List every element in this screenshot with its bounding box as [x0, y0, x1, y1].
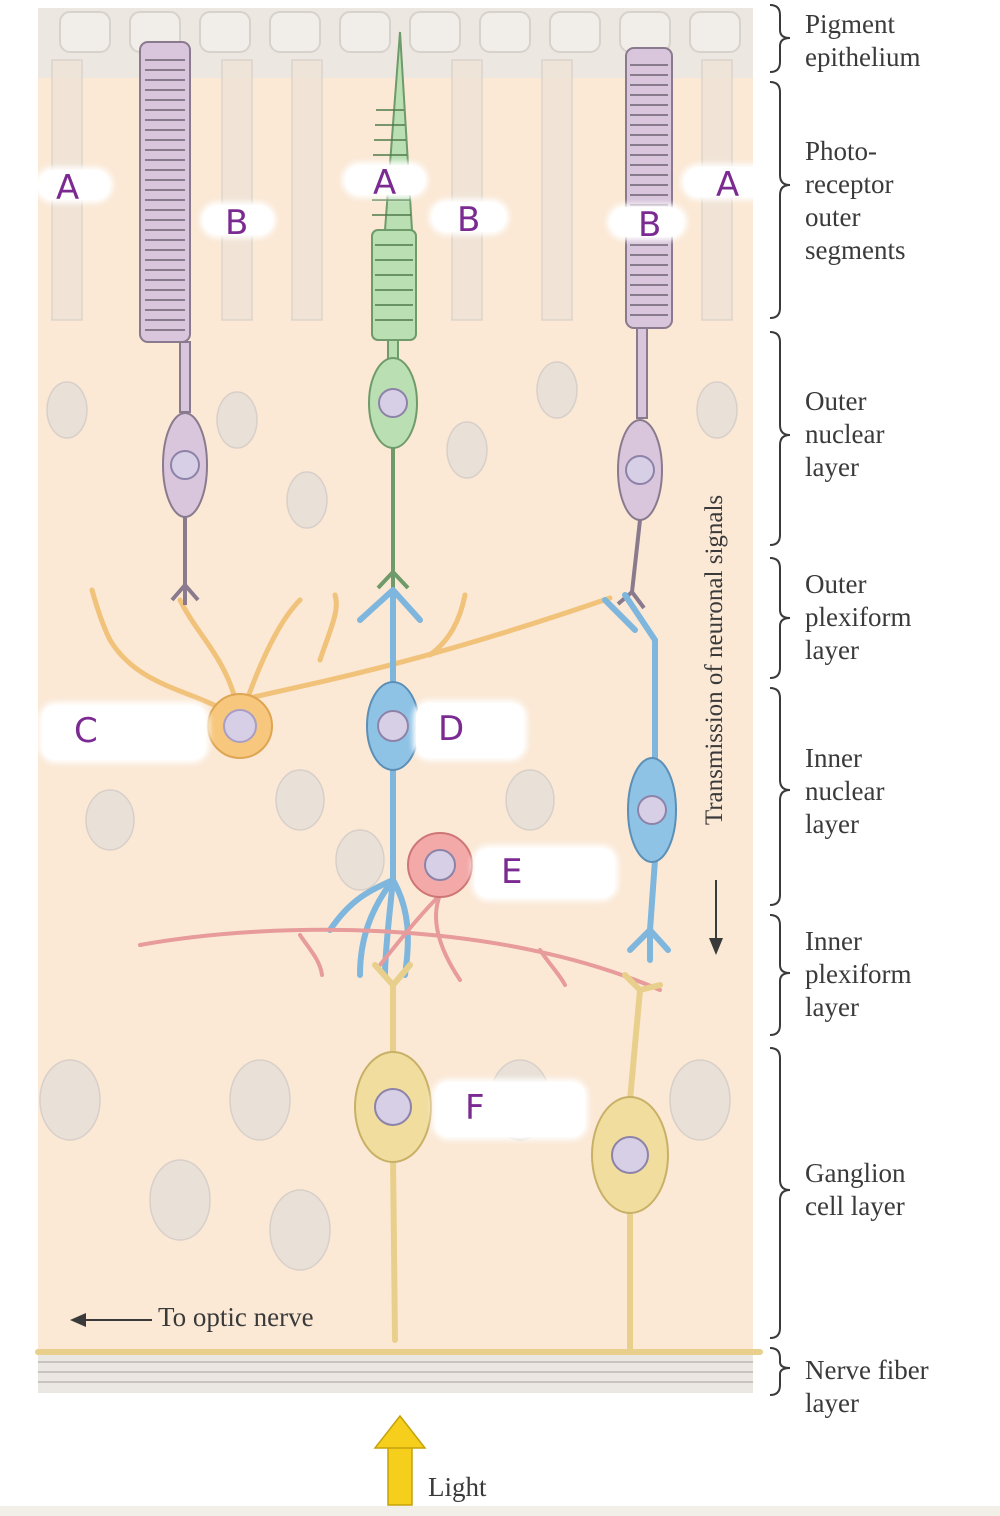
tag-a-right: A — [684, 165, 766, 205]
tag-d: D — [416, 703, 524, 758]
layer-label-inner-plexiform: Inner plexiform layer — [805, 926, 912, 1022]
tag-f: F — [435, 1082, 585, 1137]
rod-cell-right — [616, 47, 673, 610]
tag-b-left: B — [203, 203, 273, 243]
tag-a-center: A — [345, 163, 425, 203]
tag-c: C — [42, 705, 206, 760]
layer-label-outer-plexiform: Outer plexiform layer — [805, 569, 912, 665]
tag-e: E — [475, 848, 615, 898]
rod-cell-left — [139, 41, 208, 605]
light-arrow — [373, 1414, 427, 1506]
ganglion-cells — [35, 962, 763, 1355]
optic-nerve-label: To optic nerve — [158, 1302, 314, 1332]
bipolar-cell-right-nucleus — [637, 795, 667, 825]
layer-braces — [769, 4, 791, 1396]
background-nuclei — [39, 361, 738, 1271]
bipolar-cell-center-nucleus — [377, 710, 409, 742]
layer-label-ganglion-cell: Ganglion cell layer — [805, 1158, 906, 1221]
tag-b-center: B — [432, 200, 506, 240]
pigment-cells — [59, 11, 741, 53]
layer-label-nerve-fiber: Nerve fiber layer — [805, 1355, 929, 1418]
ganglion-cell-right-nucleus — [611, 1136, 649, 1174]
transmission-arrow — [709, 880, 723, 955]
amacrine-cell — [138, 893, 662, 992]
layer-label-inner-nuclear: Inner nuclear layer — [805, 743, 885, 839]
amacrine-cell-nucleus — [424, 849, 456, 881]
tag-a-left: A — [38, 168, 110, 208]
nerve-fiber-band — [38, 1355, 753, 1393]
transmission-label: Transmission of neuronal signals — [701, 494, 728, 826]
light-label: Light — [428, 1472, 487, 1502]
bipolar-cell-right — [602, 592, 671, 963]
horizontal-cell-nucleus — [223, 709, 257, 743]
bipolar-cell-center — [327, 587, 423, 978]
layer-label-pigment-epithelium: Pigment epithelium — [805, 9, 921, 72]
layer-label-photoreceptor-outer-segments: Photo- receptor outer segments — [805, 136, 906, 265]
tag-b-right: B — [610, 205, 684, 245]
optic-nerve-arrow — [70, 1313, 152, 1327]
bottom-strip — [0, 1506, 1000, 1516]
ganglion-cell-center-nucleus — [374, 1088, 412, 1126]
layer-label-outer-nuclear: Outer nuclear layer — [805, 386, 885, 482]
